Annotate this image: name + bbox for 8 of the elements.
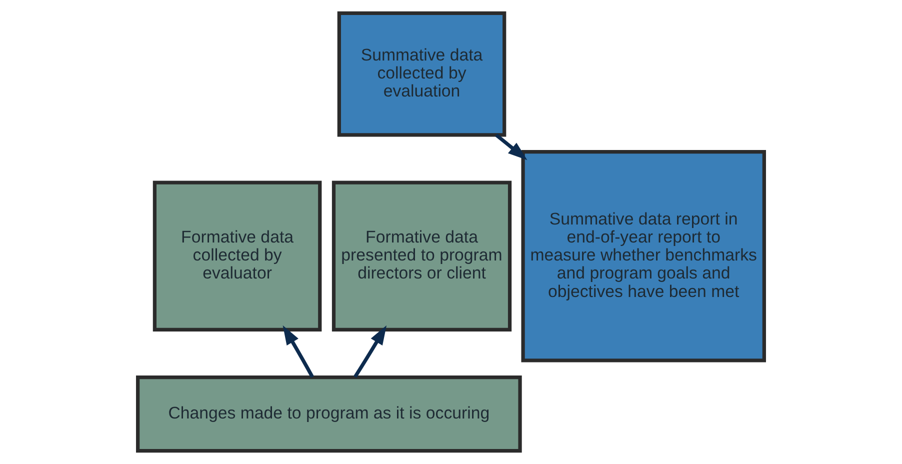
node-box: Formative data presented to program directors or client [332,180,512,332]
node-box: Formative data collected by evaluator [152,180,322,332]
arrow [353,325,387,378]
node-box: Summative data report in end-of-year report to measure whether benchmarks and program goals and objectives have been met [521,150,766,362]
arrow [495,134,528,160]
node-box: Changes made to program as it is occuring [136,375,522,453]
arrow [282,325,314,378]
node-box: Summative data collected by evaluation [337,11,506,137]
